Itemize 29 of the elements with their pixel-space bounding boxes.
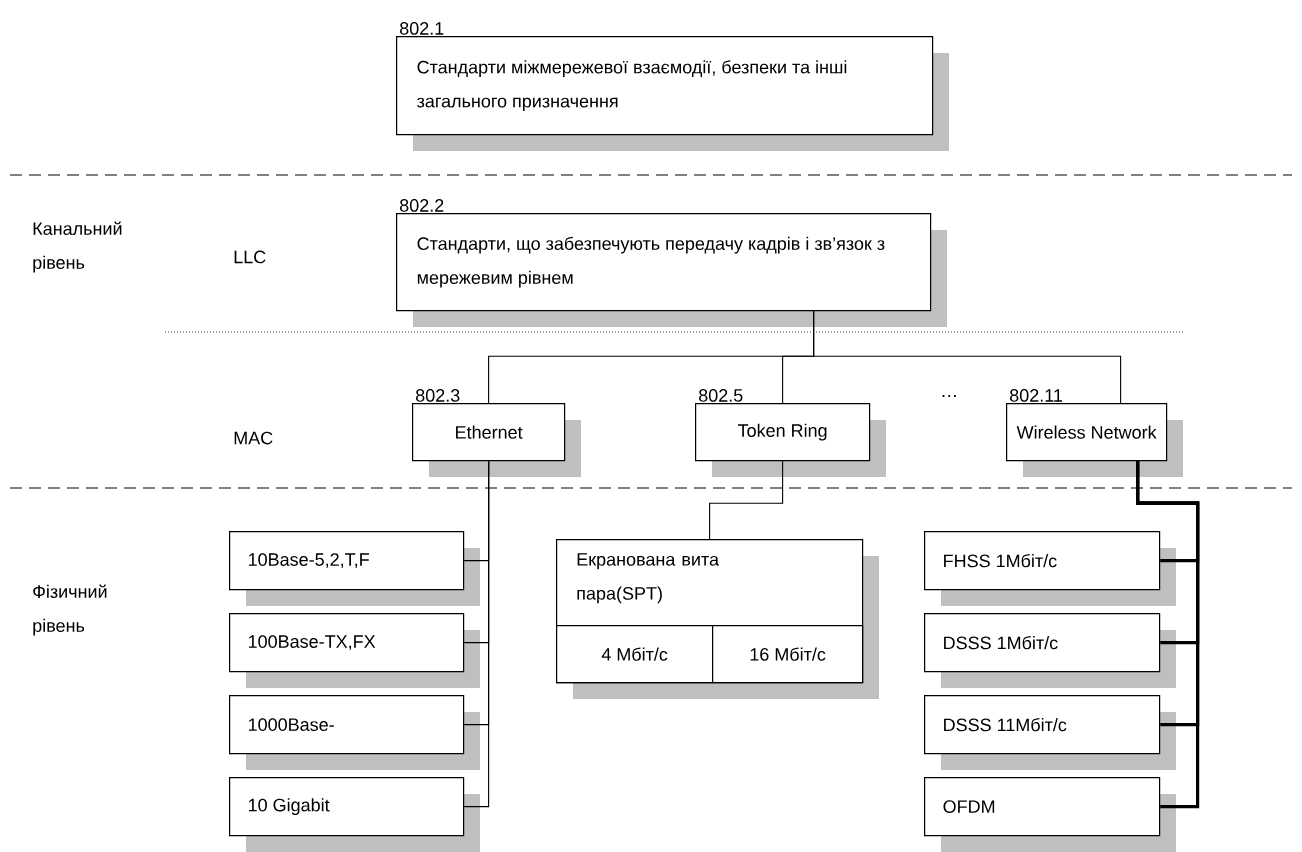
layer-label: Фізичний рівень: [33, 584, 107, 636]
node-label: 802.2: [399, 199, 444, 212]
node-label: 802.5: [698, 389, 743, 402]
node-label: 802.11: [1009, 389, 1063, 402]
standard-box: Token Ring 802.5: [695, 389, 886, 477]
node-label: 802.1: [399, 22, 444, 35]
table-cell: 16 Мбіт/с: [712, 625, 864, 684]
standard-box: Ethernet 802.3: [412, 389, 581, 477]
connector-line: [813, 310, 1122, 404]
medium-box: 100Base-TX,FX: [229, 613, 480, 688]
medium-box: DSSS 1Мбіт/с: [924, 613, 1176, 688]
sublayer-label: LLC: [234, 250, 266, 264]
standard-box: Стандарти, що забезпечують передачу кадрів і зв’язок з мережевим рівнем 802.2: [396, 199, 947, 327]
medium-box: 1000Base-: [229, 695, 480, 770]
medium-box: FHSS 1Мбіт/с: [924, 531, 1176, 606]
node-label: 802.3: [415, 389, 460, 402]
medium-box: DSSS 11Мбіт/с: [924, 695, 1176, 770]
connector-line: [1136, 461, 1200, 809]
layer-label: Канальний рівень: [33, 221, 122, 273]
sublayer-label: MAC: [234, 431, 273, 445]
medium-box: OFDM: [924, 777, 1176, 852]
standard-box: Стандарти міжмережевої взаємодії, безпеки та інші загального призначення 802.1: [396, 22, 949, 151]
table-cell: 4 Мбіт/с: [556, 625, 714, 684]
connector-line: [463, 460, 490, 808]
ellipsis: …: [942, 395, 956, 397]
connector-line: [709, 460, 784, 540]
medium-box: 10Base-5,2,T,F: [229, 531, 480, 606]
standard-box: Wireless Network 802.11: [1006, 389, 1183, 477]
medium-box: 10 Gigabit: [229, 777, 480, 852]
